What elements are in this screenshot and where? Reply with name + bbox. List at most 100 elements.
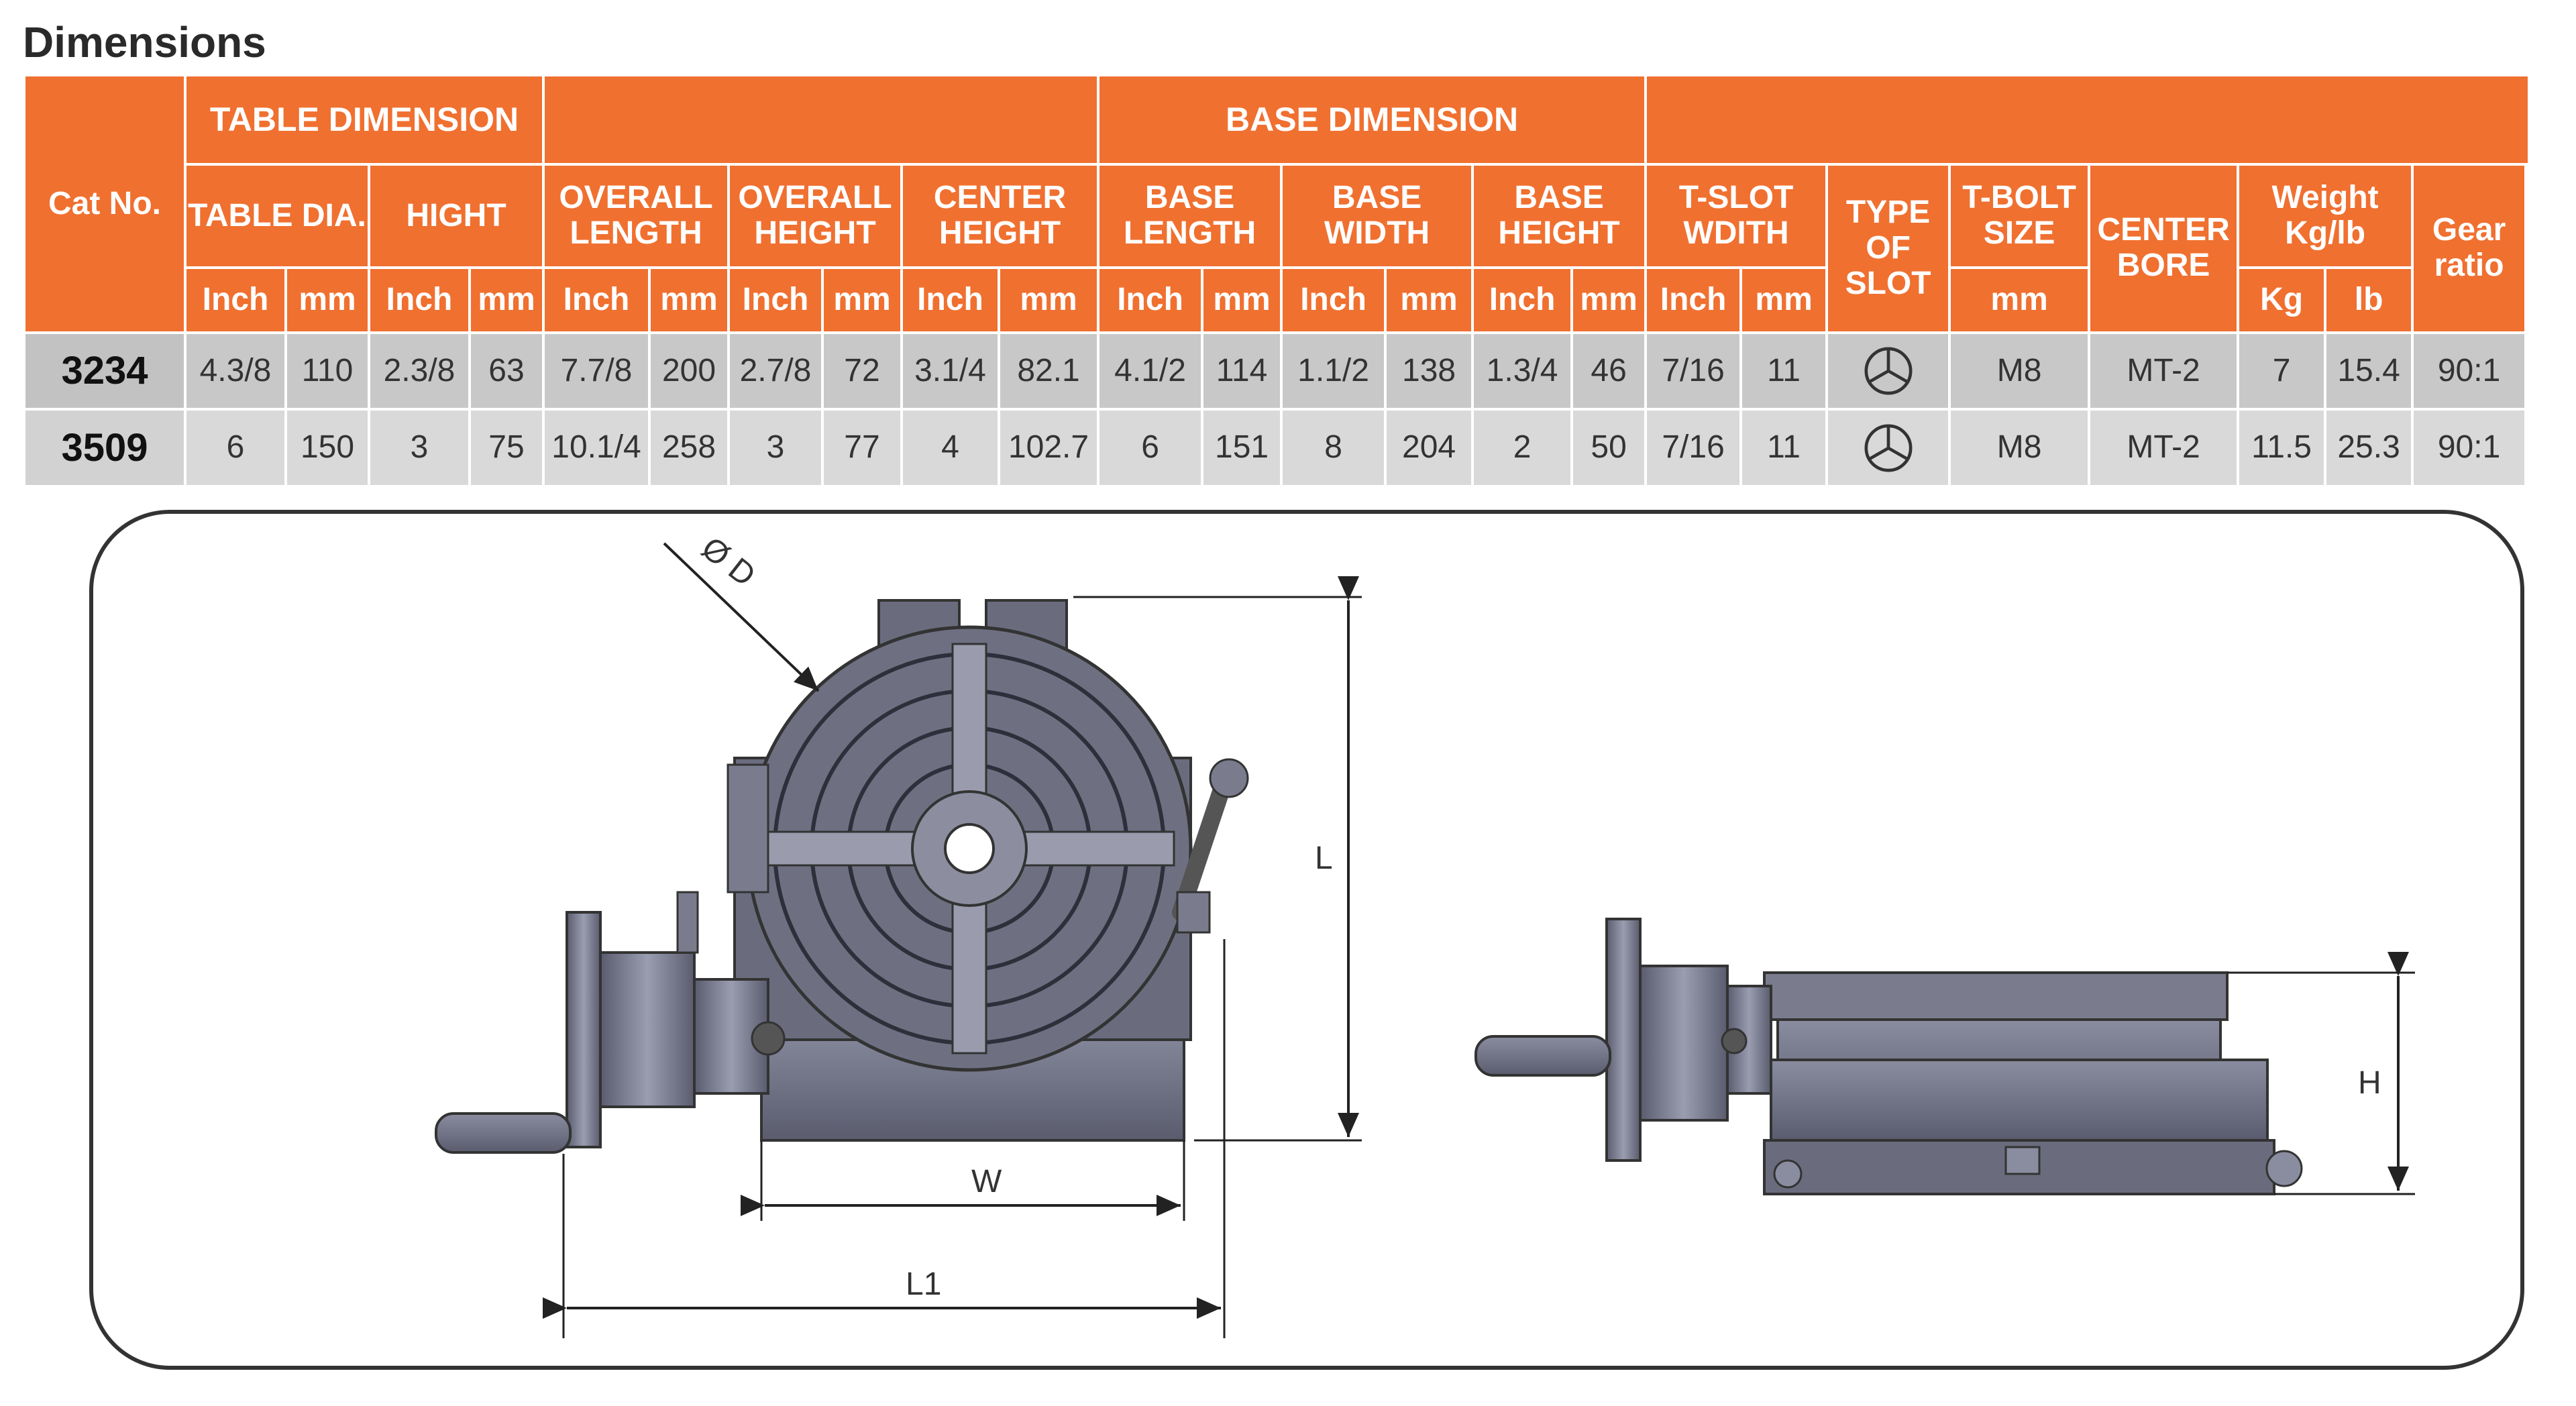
- unit-mm: mm: [468, 266, 545, 334]
- cell: 204: [1384, 408, 1474, 488]
- dimension-lines-side: H: [2227, 952, 2415, 1195]
- cell: 50: [1570, 408, 1648, 488]
- cell: 2.7/8: [727, 331, 824, 411]
- unit-kg: Kg: [2237, 266, 2327, 334]
- unit-inch: Inch: [1097, 266, 1204, 334]
- unit-mm: mm: [997, 266, 1100, 334]
- unit-inch: Inch: [1471, 266, 1574, 334]
- label-w: W: [971, 1164, 1002, 1199]
- cell: 3: [368, 408, 471, 488]
- cell: 46: [1570, 331, 1648, 411]
- cell: 6: [1097, 408, 1204, 488]
- cell: 4.3/8: [184, 331, 287, 411]
- label-h: H: [2358, 1065, 2381, 1101]
- dimensions-table: Cat No. TABLE DIMENSION BASE DIMENSION T…: [23, 74, 2530, 488]
- cell: 82.1: [997, 331, 1100, 411]
- unit-mm: mm: [1948, 266, 2091, 334]
- cell: 8: [1280, 408, 1387, 488]
- cell: 90:1: [2411, 408, 2528, 488]
- cell: 75: [468, 408, 545, 488]
- group-base-dimension: BASE DIMENSION: [1097, 74, 1648, 166]
- unit-lb: lb: [2324, 266, 2414, 334]
- cell-slot-type: [1825, 331, 1951, 411]
- cell-cat-no: 3509: [23, 408, 186, 488]
- col-tbolt-size: T-BOLT SIZE: [1948, 162, 2091, 270]
- group-empty-2: [1644, 74, 2530, 166]
- cell: M8: [1948, 331, 2091, 411]
- col-tslot-width: T-SLOT WDITH: [1644, 162, 1829, 270]
- unit-mm: mm: [1384, 266, 1474, 334]
- unit-mm: mm: [821, 266, 903, 334]
- cell: 110: [284, 331, 370, 411]
- cell: MT-2: [2088, 408, 2240, 488]
- cell: 15.4: [2324, 331, 2414, 411]
- cell: 150: [284, 408, 370, 488]
- table-row: 3234 4.3/8 110 2.3/8 63 7.7/8 200 2.7/8 …: [23, 331, 2529, 411]
- col-weight: Weight Kg/lb: [2237, 162, 2414, 270]
- cell: 1.3/4: [1471, 331, 1574, 411]
- cell: 102.7: [997, 408, 1100, 488]
- unit-mm: mm: [1570, 266, 1648, 334]
- cell: 10.1/4: [542, 408, 651, 488]
- col-base-width: BASE WIDTH: [1280, 162, 1474, 270]
- cell: 7.7/8: [542, 331, 651, 411]
- col-table-dia: TABLE DIA.: [184, 162, 370, 270]
- col-type-of-slot: TYPE OF SLOT: [1825, 162, 1951, 334]
- unit-inch: Inch: [184, 266, 287, 334]
- col-base-length: BASE LENGTH: [1097, 162, 1283, 270]
- group-table-dimension: TABLE DIMENSION: [184, 74, 545, 166]
- tslot-symbol-icon: [1864, 424, 1913, 472]
- col-base-height: BASE HEIGHT: [1471, 162, 1648, 270]
- cell: M8: [1948, 408, 2091, 488]
- cell: 72: [821, 331, 903, 411]
- col-overall-length: OVERALL LENGTH: [542, 162, 730, 270]
- tslot-symbol-icon: [1864, 347, 1913, 395]
- rotary-table-front-view: [435, 599, 1249, 1154]
- drawing-frame: [89, 510, 2524, 1370]
- unit-inch: Inch: [727, 266, 824, 334]
- cell: 3.1/4: [900, 331, 1000, 411]
- cell: 25.3: [2324, 408, 2414, 488]
- label-l1: L1: [906, 1266, 941, 1302]
- unit-mm: mm: [1201, 266, 1283, 334]
- cell-slot-type: [1825, 408, 1951, 488]
- cell: 7: [2237, 331, 2327, 411]
- col-gear-ratio: Gear ratio: [2411, 162, 2528, 334]
- cell: 4.1/2: [1097, 331, 1204, 411]
- cell: 3: [727, 408, 824, 488]
- cell: 11: [1739, 408, 1829, 488]
- group-empty-1: [541, 74, 1100, 166]
- rotary-table-side-view: [1474, 918, 2303, 1195]
- cell: 114: [1201, 331, 1283, 411]
- cell: 258: [648, 408, 730, 488]
- cell: 7/16: [1644, 331, 1743, 411]
- unit-mm: mm: [648, 266, 730, 334]
- unit-inch: Inch: [900, 266, 1000, 334]
- col-cat-no: Cat No.: [23, 74, 186, 334]
- cell-cat-no: 3234: [23, 331, 186, 411]
- unit-inch: Inch: [368, 266, 471, 334]
- col-center-bore: CENTER BORE: [2088, 162, 2240, 334]
- col-hight: HIGHT: [368, 162, 545, 270]
- cell: 4: [900, 408, 1000, 488]
- cell: 151: [1201, 408, 1283, 488]
- cell: 2.3/8: [368, 331, 471, 411]
- cell: 11: [1739, 331, 1829, 411]
- cell: 63: [468, 331, 545, 411]
- cell: 200: [648, 331, 730, 411]
- cell: 77: [821, 408, 903, 488]
- cell: MT-2: [2088, 331, 2240, 411]
- page-title: Dimensions: [23, 18, 266, 66]
- unit-mm: mm: [284, 266, 370, 334]
- label-l: L: [1315, 841, 1333, 876]
- unit-mm: mm: [1739, 266, 1829, 334]
- cell: 1.1/2: [1280, 331, 1387, 411]
- unit-inch: Inch: [1280, 266, 1387, 334]
- table-row: 3509 6 150 3 75 10.1/4 258 3 77 4 102.7 …: [23, 408, 2529, 488]
- cell: 2: [1471, 408, 1574, 488]
- col-overall-height: OVERALL HEIGHT: [727, 162, 903, 270]
- col-center-height: CENTER HEIGHT: [900, 162, 1100, 270]
- cell: 6: [184, 408, 287, 488]
- cell: 7/16: [1644, 408, 1743, 488]
